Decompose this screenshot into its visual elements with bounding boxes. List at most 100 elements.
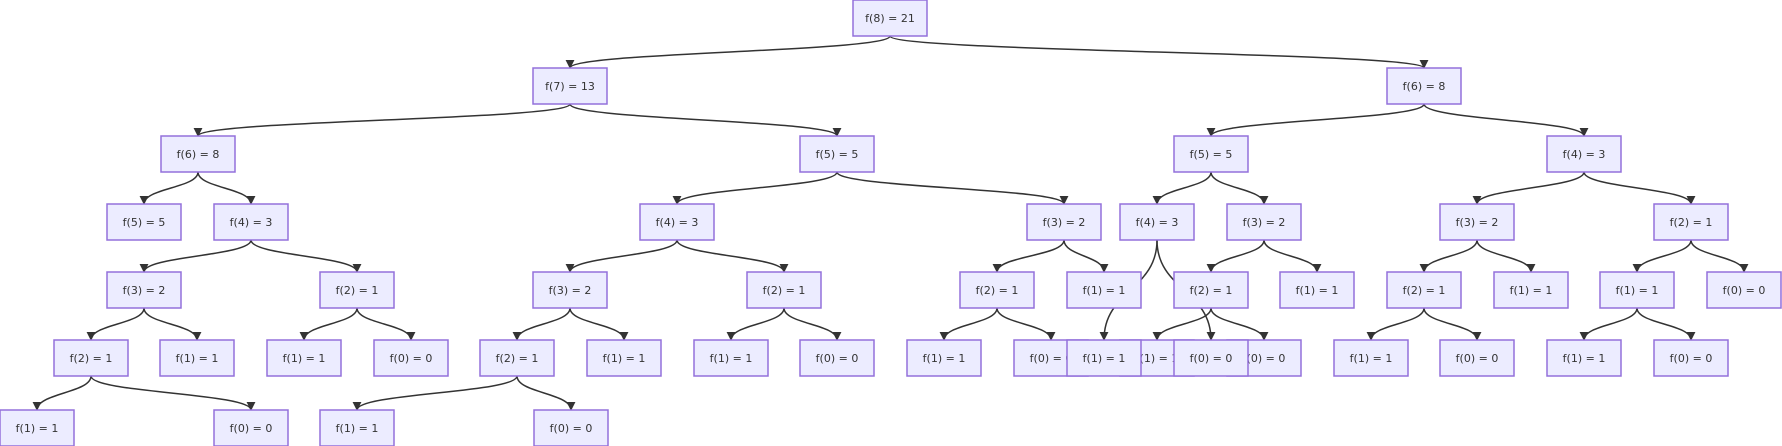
node-label: f(1) = 1 bbox=[1083, 284, 1126, 297]
node-box bbox=[1333, 339, 1409, 377]
edge-n9-n17 bbox=[250, 239, 362, 273]
node-label: f(0) = 0 bbox=[550, 422, 593, 435]
node-n20: f(2) = 1 bbox=[959, 271, 1035, 309]
node-n28: f(2) = 1 bbox=[53, 339, 129, 377]
node-box bbox=[319, 409, 395, 446]
node-label: f(1) = 1 bbox=[283, 352, 326, 365]
node-box bbox=[852, 0, 928, 37]
node-box bbox=[959, 271, 1035, 309]
edge-n3-n7 bbox=[1423, 103, 1589, 137]
node-label: f(1) = 1 bbox=[923, 352, 966, 365]
node-n19: f(2) = 1 bbox=[746, 271, 822, 309]
node-label: f(0) = 0 bbox=[816, 352, 859, 365]
node-label: f(3) = 2 bbox=[1243, 216, 1286, 229]
edge-n14-n24 bbox=[1419, 239, 1478, 273]
node-label: f(5) = 5 bbox=[816, 148, 859, 161]
node-label: f(0) = 0 bbox=[1030, 352, 1073, 365]
node-box bbox=[1706, 271, 1782, 309]
node-label: f(0) = 0 bbox=[390, 352, 433, 365]
node-box bbox=[799, 339, 875, 377]
edge-n18-n32 bbox=[512, 307, 571, 341]
node-n7: f(4) = 3 bbox=[1546, 135, 1622, 173]
node-n36: f(1) = 1 bbox=[906, 339, 982, 377]
edge-n5-n10 bbox=[672, 171, 838, 205]
node-label: f(5) = 5 bbox=[1190, 148, 1233, 161]
node-label: f(3) = 2 bbox=[1043, 216, 1086, 229]
node-box bbox=[106, 203, 182, 241]
node-n10: f(4) = 3 bbox=[639, 203, 715, 241]
node-n9: f(4) = 3 bbox=[213, 203, 289, 241]
node-n16: f(3) = 2 bbox=[106, 271, 182, 309]
node-box bbox=[533, 409, 609, 446]
node-n45: f(0) = 0 bbox=[533, 409, 609, 446]
edge-n4-n9 bbox=[197, 171, 256, 205]
node-box bbox=[1546, 135, 1622, 173]
edge-n15-n26 bbox=[1632, 239, 1692, 273]
edge-n10-n19 bbox=[676, 239, 789, 273]
node-label: f(2) = 1 bbox=[763, 284, 806, 297]
node-label: f(4) = 3 bbox=[1136, 216, 1179, 229]
edge-n17-n30 bbox=[299, 307, 358, 341]
edge-n32-n44 bbox=[352, 375, 518, 411]
node-box bbox=[373, 339, 449, 377]
node-box bbox=[1493, 271, 1569, 309]
node-n18: f(3) = 2 bbox=[532, 271, 608, 309]
edge-n26-n48 bbox=[1579, 307, 1638, 341]
node-box bbox=[1066, 339, 1142, 377]
node-n27: f(0) = 0 bbox=[1706, 271, 1782, 309]
node-box bbox=[53, 339, 129, 377]
node-n31: f(0) = 0 bbox=[373, 339, 449, 377]
node-box bbox=[213, 409, 289, 446]
node-label: f(3) = 2 bbox=[1456, 216, 1499, 229]
node-label: f(1) = 1 bbox=[1350, 352, 1393, 365]
node-label: f(4) = 3 bbox=[230, 216, 273, 229]
node-n21: f(1) = 1 bbox=[1066, 271, 1142, 309]
node-label: f(6) = 8 bbox=[177, 148, 220, 161]
edge-n7-n15 bbox=[1583, 171, 1696, 205]
node-n4: f(6) = 8 bbox=[160, 135, 236, 173]
node-n30: f(1) = 1 bbox=[266, 339, 342, 377]
node-n42: f(1) = 1 bbox=[0, 409, 75, 446]
node-label: f(4) = 3 bbox=[1563, 148, 1606, 161]
edge-n9-n16 bbox=[139, 239, 252, 273]
node-n11: f(3) = 2 bbox=[1026, 203, 1102, 241]
node-label: f(2) = 1 bbox=[496, 352, 539, 365]
node-n29: f(1) = 1 bbox=[159, 339, 235, 377]
node-label: f(5) = 5 bbox=[123, 216, 166, 229]
node-label: f(6) = 8 bbox=[1403, 80, 1446, 93]
node-box bbox=[532, 271, 608, 309]
node-n12: f(4) = 3 bbox=[1119, 203, 1195, 241]
node-n49: f(0) = 0 bbox=[1653, 339, 1729, 377]
edge-n16-n29 bbox=[143, 307, 202, 341]
node-n47: f(0) = 0 bbox=[1173, 339, 1249, 377]
edge-n16-n28 bbox=[86, 307, 145, 341]
node-label: f(1) = 1 bbox=[16, 422, 59, 435]
node-box bbox=[1386, 271, 1462, 309]
node-box bbox=[746, 271, 822, 309]
node-box bbox=[106, 271, 182, 309]
node-n2: f(7) = 13 bbox=[532, 67, 608, 105]
node-label: f(0) = 0 bbox=[1243, 352, 1286, 365]
edge-n15-n27 bbox=[1690, 239, 1749, 273]
node-n8: f(5) = 5 bbox=[106, 203, 182, 241]
node-box bbox=[159, 339, 235, 377]
edge-n28-n43 bbox=[90, 375, 256, 411]
node-n34: f(1) = 1 bbox=[693, 339, 769, 377]
edge-n7-n14 bbox=[1472, 171, 1585, 205]
node-n5: f(5) = 5 bbox=[799, 135, 875, 173]
node-n1: f(8) = 21 bbox=[852, 0, 928, 37]
node-box bbox=[1119, 203, 1195, 241]
edge-n4-n8 bbox=[139, 171, 199, 205]
edge-n26-n49 bbox=[1636, 307, 1696, 341]
edge-n11-n20 bbox=[992, 239, 1065, 273]
node-n17: f(2) = 1 bbox=[319, 271, 395, 309]
node-label: f(3) = 2 bbox=[123, 284, 166, 297]
node-box bbox=[1439, 203, 1515, 241]
node-box bbox=[1653, 339, 1729, 377]
node-label: f(2) = 1 bbox=[1403, 284, 1446, 297]
node-label: f(1) = 1 bbox=[336, 422, 379, 435]
node-label: f(0) = 0 bbox=[1723, 284, 1766, 297]
node-box bbox=[1226, 203, 1302, 241]
